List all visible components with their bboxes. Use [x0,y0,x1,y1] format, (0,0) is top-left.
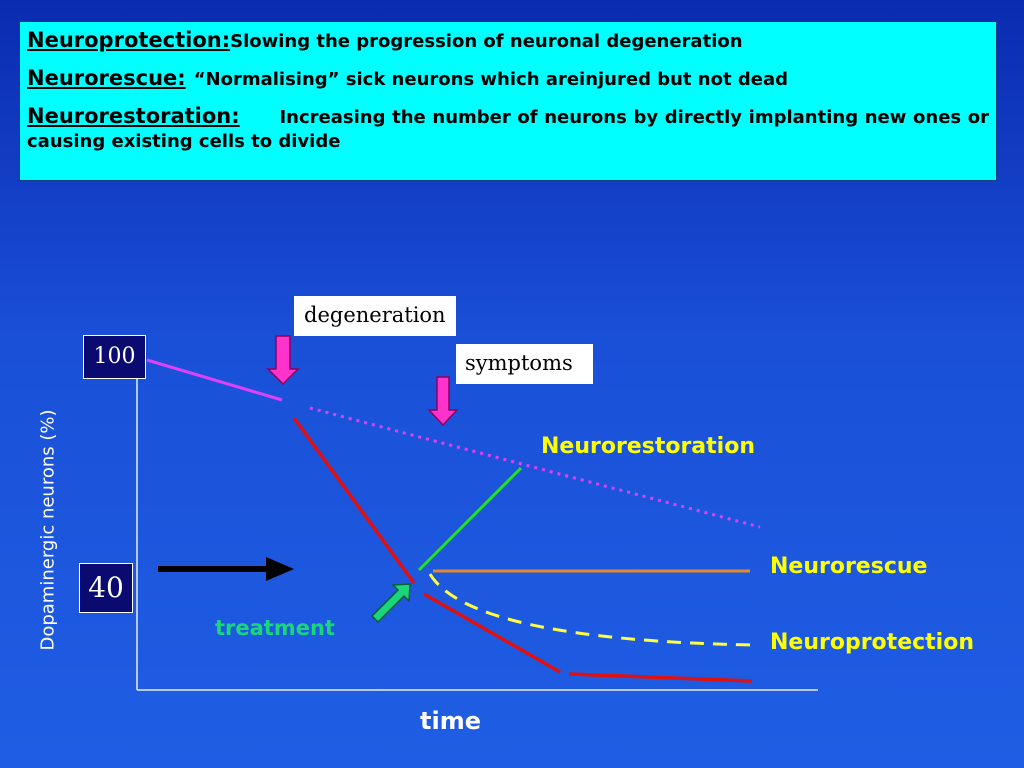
treatment-arrow-icon [370,583,411,624]
forty-percent-arrow-icon [158,557,294,581]
untreated-floor-line [568,672,753,683]
value-40-label: 40 [88,571,124,604]
treatment-label: treatment [215,616,335,640]
natural-decline-dotted-line [309,406,761,529]
neurorestoration-line [417,466,523,572]
x-axis-label: time [420,707,481,735]
neurorescue-label: Neurorescue [770,554,928,579]
neuroprotection-line [428,573,756,647]
description-neurorescue: “Normalising” sick neurons which areinju… [193,69,788,90]
definition-neuroprotection: Neuroprotection:Slowing the progression … [27,28,989,54]
definitions-box: Neuroprotection:Slowing the progression … [19,21,997,181]
degeneration-label-box: degeneration [294,296,456,336]
definition-neurorestoration: Neurorestoration: Increasing the number … [27,104,989,154]
natural-decline-line [146,358,283,402]
y-axis-label: Dopaminergic neurons (%) [38,409,59,650]
neurorestoration-label: Neurorestoration [541,434,755,459]
value-100-label: 100 [93,344,136,369]
term-neurorestoration: Neurorestoration: [27,104,240,128]
degeneration-label: degeneration [304,303,446,327]
degeneration-arrow-icon [266,335,300,386]
term-neurorescue: Neurorescue: [27,66,186,90]
untreated-decline-line [423,592,561,674]
symptoms-arrow-icon [427,376,459,427]
value-40-box: 40 [79,563,133,613]
description-neurorestoration: Increasing the number of neurons by dire… [27,107,989,152]
symptoms-label-box: symptoms [456,344,593,384]
definition-neurorescue: Neurorescue: “Normalising” sick neurons w… [27,66,989,92]
degeneration-line [292,416,416,585]
term-neuroprotection: Neuroprotection: [27,28,231,52]
value-100-box: 100 [83,335,146,379]
symptoms-label: symptoms [465,351,573,375]
neuroprotection-label: Neuroprotection [770,630,974,655]
y-axis-label-text: Dopaminergic neurons (%) [37,409,59,651]
description-neuroprotection: Slowing the progression of neuronal dege… [230,31,743,52]
